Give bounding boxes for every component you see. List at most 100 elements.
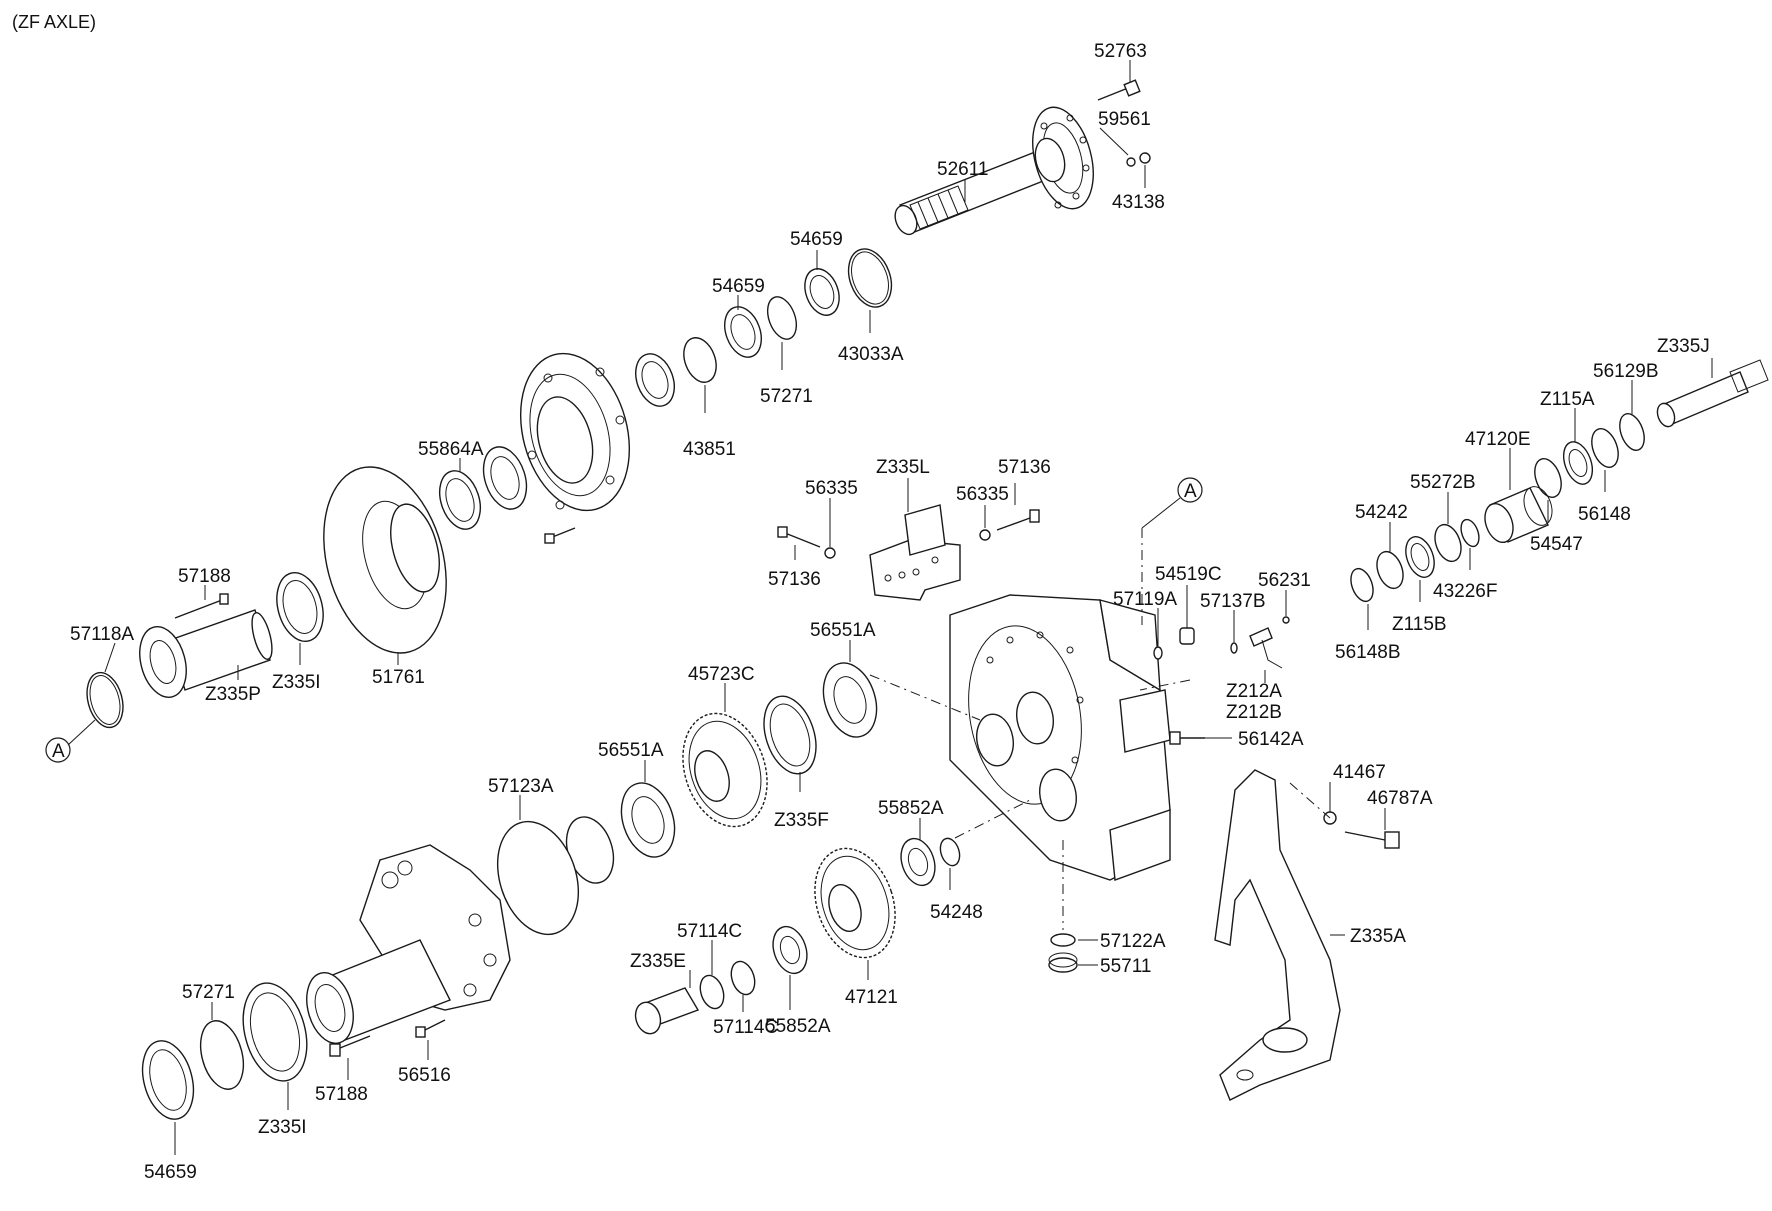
label-52763: 52763 (1094, 41, 1147, 62)
spindle-Z335P (139, 609, 273, 698)
o-ring-43033A (847, 248, 893, 308)
label-45723C: 45723C (688, 664, 755, 685)
ring-Z335I-lower (242, 982, 308, 1082)
label-Z212B: Z212B (1226, 702, 1282, 723)
seal-ring (438, 470, 482, 530)
washer-55272B (1434, 523, 1462, 563)
label-55852A-a: 55852A (878, 798, 944, 819)
label-57136-a: 57136 (998, 457, 1051, 478)
label-Z115A-a: Z115A (1540, 389, 1595, 410)
bracket-Z335L (869, 504, 961, 601)
gear-housing (949, 594, 1171, 881)
steering-arm-Z335A (1214, 769, 1341, 1101)
sensor-Z212A (1249, 627, 1283, 669)
label-57118A: 57118A (70, 624, 134, 645)
bearing-Z115A (1562, 441, 1594, 485)
bolt-57136-right (996, 509, 1040, 531)
label-54242: 54242 (1355, 502, 1408, 523)
label-57122A: 57122A (1100, 931, 1166, 952)
label-Z335F: Z335F (774, 810, 829, 831)
leader-lines (104, 60, 1713, 1155)
label-47121: 47121 (845, 987, 898, 1008)
pin-Z335E (634, 987, 700, 1035)
bearing-56551A-lower (620, 782, 676, 858)
label-52611: 52611 (937, 159, 988, 180)
label-57119A: 57119A (1113, 589, 1177, 610)
nut-43138 (1139, 152, 1151, 164)
ring-43851 (683, 337, 717, 383)
bearing-56551A-upper (822, 662, 878, 738)
bearing-55852A-lower (772, 925, 808, 975)
label-56551A-a: 56551A (810, 620, 876, 641)
bolt-56142A (1169, 731, 1205, 745)
ring-56148B (1350, 567, 1374, 603)
label-Z212A: Z212A (1226, 681, 1282, 702)
brake-disc-51761 (323, 466, 447, 654)
hub-bolt (544, 527, 576, 544)
ring-Z335I-upper (276, 572, 324, 642)
label-Z335J: Z335J (1657, 336, 1710, 357)
label-57188-a: 57188 (178, 566, 231, 587)
label-41467: 41467 (1333, 762, 1386, 783)
bolt-57188-upper (174, 593, 229, 619)
bearing-54659-upper (804, 268, 840, 316)
ref-marker-a-right-text: A (1184, 481, 1197, 502)
label-51761: 51761 (372, 667, 425, 688)
label-56142A: 56142A (1238, 729, 1304, 750)
bolt-46787A (1344, 831, 1400, 849)
label-54547: 54547 (1530, 534, 1583, 555)
label-55852A-b: 55852A (765, 1016, 831, 1037)
washer-54547 (1534, 458, 1562, 498)
o-ring-57114C-a (699, 974, 725, 1010)
label-54659-b: 54659 (712, 276, 765, 297)
label-54659-c: 54659 (144, 1162, 197, 1183)
label-56551A-b: 56551A (598, 740, 664, 761)
ref-marker-a-left-text: A (52, 741, 65, 762)
label-56148B: 56148B (1335, 642, 1401, 663)
label-57114C-b: 57114C (713, 1017, 778, 1038)
o-ring-57123A (496, 820, 580, 936)
label-Z335I-b: Z335I (258, 1117, 307, 1138)
label-56129B: 56129B (1593, 361, 1659, 382)
label-Z115B: Z115B (1392, 614, 1447, 635)
pin-57137B (1230, 642, 1238, 654)
label-59561: 59561 (1098, 109, 1151, 130)
bearing-Z115B (1405, 536, 1435, 578)
label-57114C-a: 57114C (677, 921, 742, 942)
label-56231: 56231 (1258, 570, 1311, 591)
label-54659-a: 54659 (790, 229, 843, 250)
label-56335-a: 56335 (805, 478, 858, 499)
gear-47120E (1484, 486, 1553, 544)
label-57123A: 57123A (488, 776, 554, 797)
ring-57271-lower (199, 1020, 245, 1090)
diagram-title: (ZF AXLE) (12, 12, 96, 32)
bearing-54659-mid (724, 306, 762, 358)
label-54248: 54248 (930, 902, 983, 923)
label-57271-a: 57271 (760, 386, 813, 407)
o-ring-57114C-b (730, 960, 756, 996)
label-57188-b: 57188 (315, 1084, 368, 1105)
axle-housing-lower (306, 844, 511, 1044)
ring-57271-upper (766, 296, 798, 340)
part-labels: 52763 59561 43138 52611 54659 43033A 546… (70, 41, 1710, 1183)
label-Z335A: Z335A (1350, 926, 1406, 947)
label-46787A: 46787A (1367, 788, 1433, 809)
shim-Z335F (763, 695, 817, 775)
label-55864A: 55864A (418, 439, 484, 460)
label-55272B: 55272B (1410, 472, 1476, 493)
plug-54519C (1179, 627, 1195, 645)
ref-marker-a-left (45, 737, 71, 763)
gear-45723C (682, 712, 768, 828)
seal-57119A (1153, 646, 1163, 660)
bearing-upper-hub (635, 353, 675, 407)
label-56335-b: 56335 (956, 484, 1009, 505)
label-47120E: 47120E (1465, 429, 1531, 450)
cap-55711 (1048, 952, 1078, 973)
label-43226F: 43226F (1433, 581, 1497, 602)
shaft-Z335J (1656, 359, 1769, 428)
label-57136-b: 57136 (768, 569, 821, 590)
bearing-55864A (482, 446, 528, 510)
ring-43226F (1460, 518, 1480, 548)
axle-shaft-52611 (894, 106, 1094, 236)
